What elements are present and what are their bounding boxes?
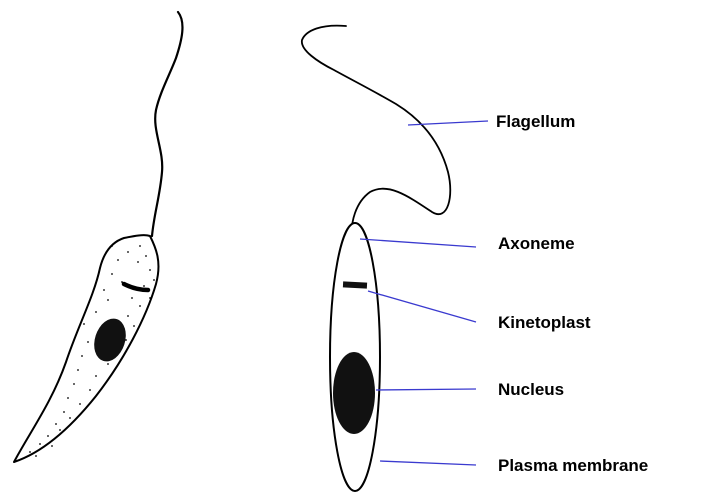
kinetoplast-leader [368,291,476,322]
schematic-cell [302,26,450,491]
axoneme-leader [360,239,476,247]
nucleus-shape [333,352,375,434]
flagellum-line [302,26,450,240]
sketch-flagellum [152,12,182,236]
axoneme-label: Axoneme [498,234,575,253]
nucleus-leader [376,389,476,390]
leader-lines [360,121,488,465]
plasma-membrane-label: Plasma membrane [498,456,648,475]
kinetoplast-label: Kinetoplast [498,313,591,332]
plasma-membrane-leader [380,461,476,465]
flagellum-label: Flagellum [496,112,575,131]
kinetoplast-shape [343,281,367,288]
nucleus-label: Nucleus [498,380,564,399]
sketch-cell-body [14,235,158,462]
sketch-cell [14,12,182,462]
